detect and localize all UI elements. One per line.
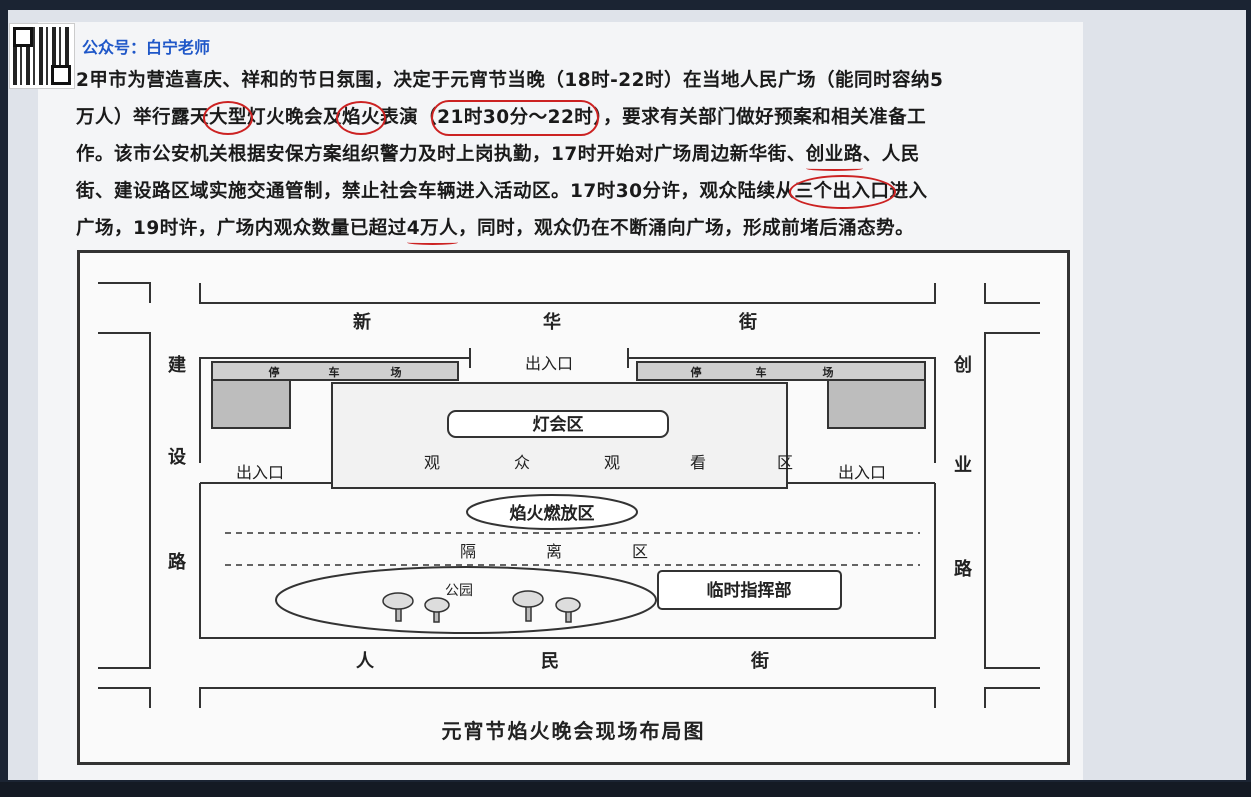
entrance-north: 出入口 <box>525 354 573 373</box>
text-segment: ，同时，观众仍在不断涌向广场，形成前堵后涌态势。 <box>458 218 915 239</box>
text-segment: 灯火晚会及 <box>247 107 343 128</box>
fireworks-zone-ellipse <box>466 494 638 530</box>
map-drawing: 新 华 街 建 设 路 创 业 路 人 民 街 停 车 场 停 车 场 出入口 … <box>98 282 1040 708</box>
parking-label: 停 <box>691 365 702 379</box>
fireworks-zone-label: 焰火燃放区 <box>510 503 595 524</box>
parking-left <box>211 361 459 381</box>
layout-map: 新 华 街 建 设 路 创 业 路 人 民 街 停 车 场 停 车 场 出入口 … <box>77 250 1070 765</box>
street-label-east: 创 <box>953 354 972 376</box>
park-ellipse <box>275 566 657 634</box>
north-street-edge <box>199 283 936 304</box>
parking-label: 车 <box>756 365 767 379</box>
text-segment: 广场，19时许，广场内观众数量已超过 <box>76 218 407 239</box>
street-label-east: 业 <box>954 455 972 476</box>
parking-left-block <box>211 379 291 429</box>
viewing-zone-label: 观 <box>424 453 440 472</box>
bottom-bar <box>0 782 1251 797</box>
street-label-east: 路 <box>954 558 973 580</box>
qr-code-icon <box>9 23 75 89</box>
text-segment: ），要求有关部门做好预案和相关准备工 <box>593 107 927 128</box>
text-segment: 街、建设路区域实施交通管制，禁止社会车辆进入活动区。17时30分许，观众陆续从 <box>76 181 795 202</box>
plaza-edge <box>199 357 470 463</box>
isolation-zone-label: 离 <box>546 542 562 561</box>
circled-text: 三个出入口 <box>788 173 896 210</box>
underlined-text: 4万人 <box>406 210 459 247</box>
parking-label: 停 <box>269 365 280 379</box>
paragraph-line-5: 广场，19时许，广场内观众数量已超过4万人，同时，观众仍在不断涌向广场，形成前堵… <box>76 210 1141 247</box>
isolation-zone-label: 隔 <box>460 542 476 561</box>
entrance-west: 出入口 <box>236 463 284 482</box>
command-post-label: 临时指挥部 <box>707 580 792 601</box>
paragraph-line-3: 作。该市公安机关根据安保方案组织警力及时上岗执勤，17时开始对广场周边新华街、创… <box>76 136 1141 173</box>
paragraph-line-1: 2甲市为营造喜庆、祥和的节日氛围，决定于元宵节当晚（18时-22时）在当地人民广… <box>76 62 1141 99</box>
circled-text: 大型 <box>203 99 254 136</box>
circled-time: 21时30分～22时 <box>431 99 600 136</box>
paragraph-line-4: 街、建设路区域实施交通管制，禁止社会车辆进入活动区。17时30分许，观众陆续从三… <box>76 173 1141 210</box>
text-segment: 2甲市为营造喜庆、祥和的节日氛围，决定于元宵节当晚（18时-22时）在当地人民广… <box>76 70 944 91</box>
parking-label: 车 <box>329 365 340 379</box>
viewing-zone-label: 区 <box>777 453 793 472</box>
paragraph-line-2: 万人）举行露天大型灯火晚会及焰火表演（21时30分～22时），要求有关部门做好预… <box>76 99 1141 136</box>
street-label-south: 人 <box>356 651 375 672</box>
map-caption: 元宵节焰火晚会现场布局图 <box>441 719 706 743</box>
street-label-south: 街 <box>750 650 769 672</box>
corner-line <box>98 282 151 303</box>
question-paragraph: 2甲市为营造喜庆、祥和的节日氛围，决定于元宵节当晚（18时-22时）在当地人民广… <box>76 62 1141 247</box>
viewing-zone-label: 众 <box>514 453 530 472</box>
street-label-west: 设 <box>168 447 186 468</box>
parking-right-block <box>827 379 926 429</box>
west-street-edge <box>98 332 151 669</box>
viewing-zone-label: 看 <box>690 453 706 472</box>
trees-icon <box>382 590 581 623</box>
park-label: 公园 <box>445 583 473 599</box>
entrance-east: 出入口 <box>838 463 886 482</box>
corner-line <box>984 687 1040 708</box>
underlined-text: 创业路 <box>805 136 863 173</box>
text-segment: 万人）举行露天 <box>76 107 210 128</box>
text-segment: 作。该市公安机关根据安保方案组织警力及时上岗执勤，17时开始对广场周边新华街、 <box>76 144 806 165</box>
lantern-zone-box <box>447 410 669 438</box>
corner-line <box>98 687 151 708</box>
plaza-edge <box>628 357 936 463</box>
parking-label: 场 <box>391 365 402 379</box>
street-label-west: 建 <box>168 354 186 376</box>
east-street-edge <box>984 332 1040 669</box>
isolation-zone-label: 区 <box>632 542 648 561</box>
text-segment: 进入 <box>889 181 928 202</box>
plaza-lower-edge <box>199 483 936 639</box>
street-label-north: 街 <box>738 311 757 333</box>
south-street-edge <box>199 687 936 708</box>
street-label-west: 路 <box>168 551 187 573</box>
street-label-north: 华 <box>543 311 561 333</box>
corner-line <box>984 283 1040 304</box>
circled-text: 焰火 <box>336 99 387 136</box>
street-label-north: 新 <box>353 311 371 333</box>
command-post-box <box>657 570 842 610</box>
parking-right <box>636 361 926 381</box>
account-label: 公众号：白宁老师 <box>82 38 211 57</box>
text-segment: 表演（ <box>380 107 438 128</box>
street-label-south: 民 <box>541 651 559 672</box>
viewing-zone-label: 观 <box>604 453 620 472</box>
lantern-zone-label: 灯会区 <box>533 414 584 435</box>
text-segment: 、人民 <box>862 144 920 165</box>
parking-label: 场 <box>823 365 834 379</box>
